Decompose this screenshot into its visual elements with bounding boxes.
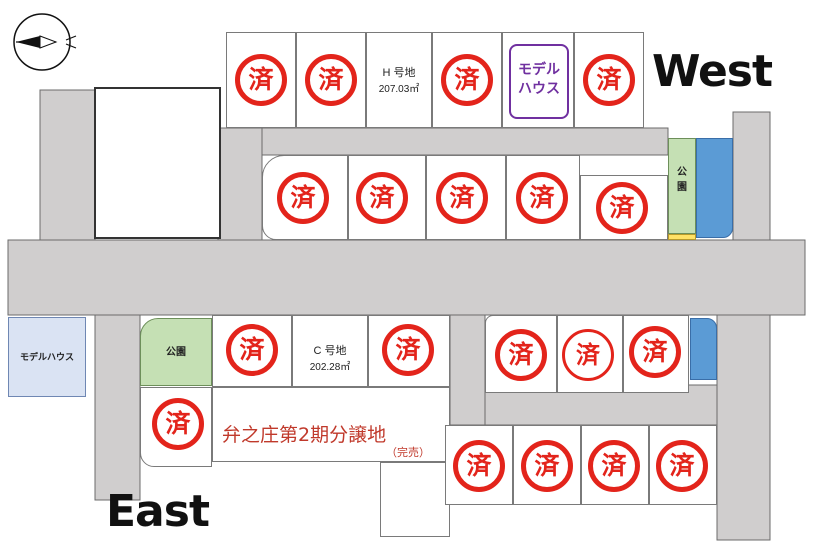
park-right: 公 園: [668, 138, 696, 234]
sold-stamp: 済: [588, 440, 640, 492]
road-center-left: [217, 127, 263, 241]
sold-stamp: 済: [495, 329, 547, 381]
direction-east: East: [106, 486, 210, 537]
road-lower-right: [716, 314, 771, 541]
sold-stamp: 済: [629, 326, 681, 378]
lot-c: [292, 315, 368, 387]
sold-stamp: 済: [583, 54, 635, 106]
park-left: 公園: [140, 318, 212, 386]
north-arrow-icon: [13, 13, 77, 71]
lot-low-small: [380, 462, 450, 537]
sold-stamp: 済: [516, 172, 568, 224]
road-left-vertical: [39, 89, 96, 241]
sold-stamp: 済: [277, 172, 329, 224]
sold-stamp: 済: [356, 172, 408, 224]
lot-h-area: 207.03㎡: [378, 84, 420, 95]
park-right-strip: [668, 234, 696, 240]
lot-h: [366, 32, 432, 128]
road-main-horizontal: [7, 239, 806, 316]
development-status: （完売）: [386, 446, 430, 459]
sold-stamp: 済: [436, 172, 488, 224]
model-house-left: モデルハウス: [8, 317, 86, 397]
waterway-lower: [690, 318, 717, 380]
model-house-top: モデル ハウス: [509, 44, 569, 119]
sold-stamp: 済: [521, 440, 573, 492]
sold-stamp: 済: [235, 54, 287, 106]
sold-stamp: 済: [596, 182, 648, 234]
sold-stamp: 済: [453, 440, 505, 492]
sold-stamp: 済: [562, 329, 614, 381]
sold-stamp: 済: [152, 398, 204, 450]
development-name: 弁之庄第2期分譲地: [222, 424, 387, 446]
sold-stamp: 済: [656, 440, 708, 492]
road-lower-center: [449, 314, 486, 426]
sold-stamp: 済: [305, 54, 357, 106]
sold-stamp: 済: [441, 54, 493, 106]
lot-c-name: C 号地: [313, 345, 347, 357]
waterway-upper: [696, 138, 733, 238]
sold-stamp: 済: [226, 324, 278, 376]
road-lower-left: [94, 314, 141, 501]
direction-west: West: [652, 46, 773, 97]
sold-stamp: 済: [382, 324, 434, 376]
building-left: [94, 87, 221, 239]
road-right-vertical: [732, 111, 771, 241]
lot-h-name: H 号地: [382, 67, 416, 79]
lot-c-area: 202.28㎡: [309, 362, 351, 373]
development-block: [212, 387, 450, 462]
road-upper-horizontal: [221, 127, 669, 156]
